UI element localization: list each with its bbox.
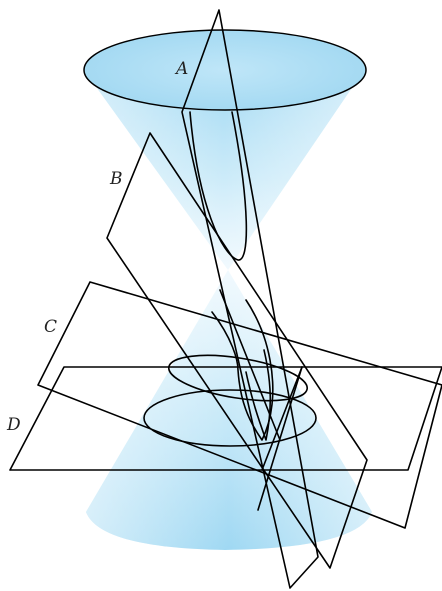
plane-a <box>181 9 319 589</box>
hyperbola-curve <box>211 299 274 441</box>
label-d: D <box>6 415 21 435</box>
plane-c <box>37 281 442 529</box>
label-a: A <box>174 59 188 79</box>
upper-nappe-rim <box>83 29 367 111</box>
label-b: B <box>109 169 123 189</box>
plane-labels: A B C D <box>6 59 188 435</box>
conic-curves <box>143 111 317 447</box>
cutting-planes <box>9 9 442 589</box>
circle-curve <box>143 389 317 447</box>
double-cone <box>83 29 372 550</box>
plane-d <box>9 366 442 471</box>
label-c: C <box>44 317 57 337</box>
plane-intersection-line <box>261 366 303 471</box>
ellipse-curve <box>167 354 309 402</box>
lower-nappe-side-shading <box>86 270 372 550</box>
upper-nappe-side-shading <box>84 70 364 270</box>
hyperbola-lower-branch <box>245 349 272 441</box>
plane-b <box>106 132 368 569</box>
parabola-curve <box>189 111 248 261</box>
